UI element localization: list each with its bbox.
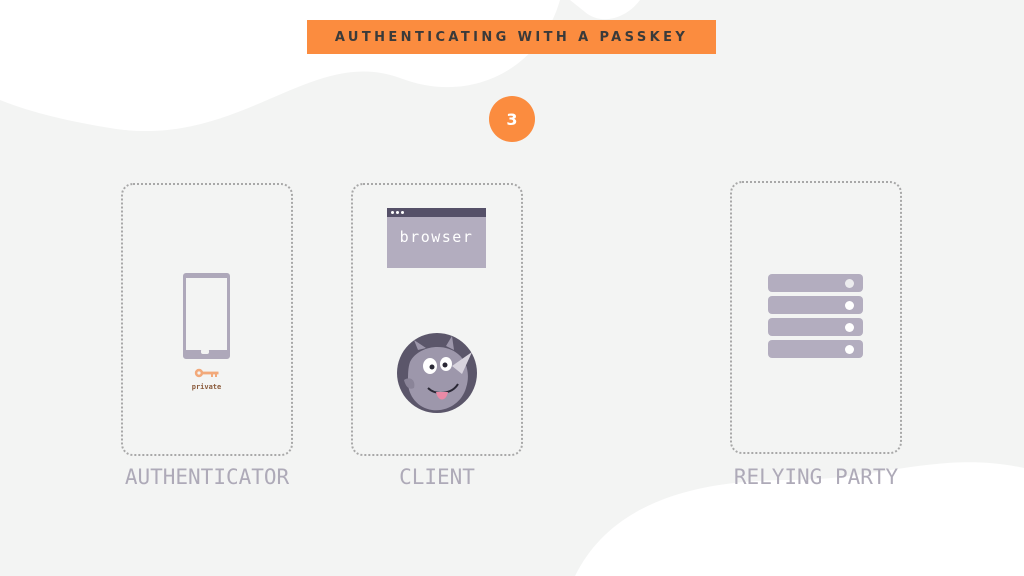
browser-title-bar [387,208,486,217]
rhino-mascot-icon [397,333,477,413]
browser-window-icon: browser [387,208,486,268]
smartphone-icon [183,273,230,359]
title-text: AUTHENTICATING WITH A PASSKEY [334,29,689,45]
authenticator-box [121,183,293,456]
client-label: CLIENT [399,465,475,489]
key-icon [194,368,219,378]
server-unit [768,318,863,336]
relying-party-label: RELYING PARTY [733,465,899,489]
browser-dot [391,211,394,214]
server-unit [768,296,863,314]
browser-dot [396,211,399,214]
phone-home-button [201,349,209,354]
server-status-light [845,279,854,288]
server-unit [768,274,863,292]
server-unit [768,340,863,358]
server-status-light [845,301,854,310]
browser-label: browser [399,228,474,246]
private-key-label: private [191,383,222,391]
client-box [351,183,523,456]
authenticator-label: AUTHENTICATOR [124,465,290,489]
server-status-light [845,323,854,332]
server-status-light [845,345,854,354]
browser-dot [401,211,404,214]
step-number-badge: 3 [489,96,535,142]
title-banner: AUTHENTICATING WITH A PASSKEY [307,20,716,54]
step-number: 3 [506,109,518,129]
relying-party-box [730,181,902,454]
